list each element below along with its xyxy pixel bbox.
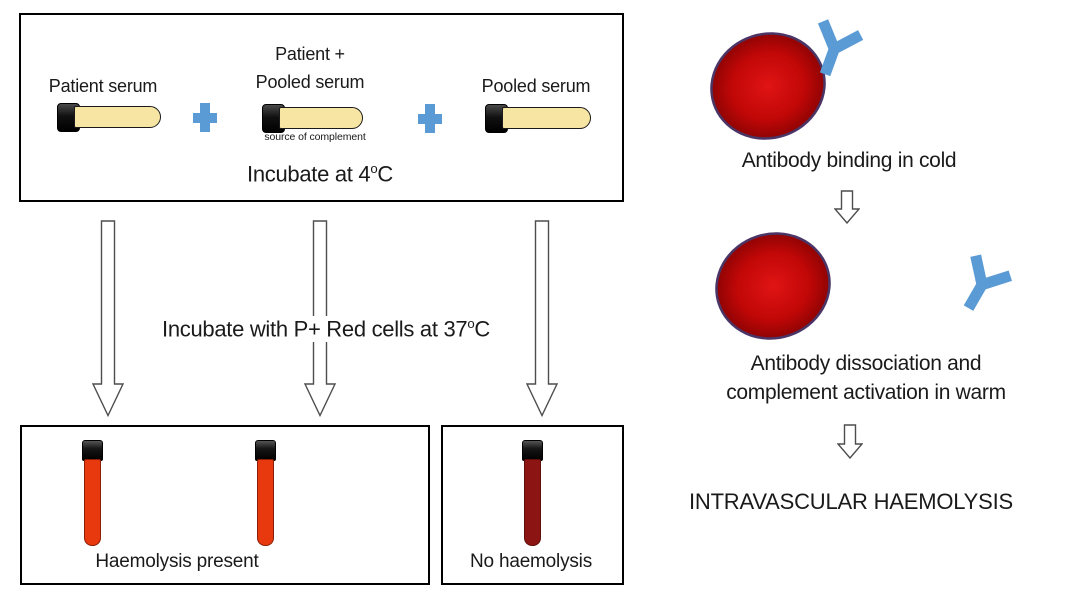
- step2-label: Antibody dissociation and complement act…: [726, 349, 1006, 407]
- serum-tube-patient: [57, 103, 161, 132]
- blood-tube-intact: [522, 440, 543, 546]
- tube-cap: [82, 440, 103, 461]
- blood-tube-haemolysed: [82, 440, 103, 546]
- down-arrow-icon: [526, 220, 558, 417]
- serum-tube-patient-pooled: [262, 104, 363, 133]
- incubate-cold-label: Incubate at 4oC: [247, 161, 393, 187]
- plus-icon: [418, 104, 442, 133]
- tube2-label-line2: Pooled serum: [255, 72, 365, 92]
- haemolysed-blood: [257, 459, 274, 546]
- haemolysed-blood: [84, 459, 101, 546]
- tube-body: [74, 106, 161, 128]
- tube-body: [502, 107, 591, 129]
- tube1-label: Patient serum: [48, 76, 158, 96]
- tube-cap: [255, 440, 276, 461]
- tube-cap: [522, 440, 543, 461]
- tube2-label-line1: Patient +: [275, 44, 345, 64]
- antibody-icon: [963, 254, 1012, 311]
- serum-tube-pooled: [485, 104, 591, 133]
- haemolysis-present-label: Haemolysis present: [95, 551, 259, 572]
- red-blood-cell: [715, 232, 831, 340]
- step3-label: INTRAVASCULAR HAEMOLYSIS: [688, 489, 1014, 514]
- tube2-sublabel: source of complement: [264, 131, 366, 143]
- step2-line1: Antibody dissociation and: [750, 352, 982, 375]
- intact-blood: [524, 459, 541, 546]
- tube-body: [279, 107, 363, 129]
- incubate-warm-label: Incubate with P+ Red cells at 37oC: [157, 316, 495, 343]
- plus-icon: [193, 103, 217, 132]
- down-arrow-small-icon: [837, 424, 863, 459]
- tube3-label: Pooled serum: [481, 76, 591, 96]
- step2-line2: complement activation in warm: [726, 381, 1006, 404]
- blood-tube-haemolysed: [255, 440, 276, 546]
- no-haemolysis-label: No haemolysis: [469, 551, 593, 572]
- antibody-icon: [817, 19, 864, 77]
- step1-label: Antibody binding in cold: [741, 149, 957, 172]
- down-arrow-icon: [92, 220, 124, 417]
- down-arrow-small-icon: [834, 190, 860, 224]
